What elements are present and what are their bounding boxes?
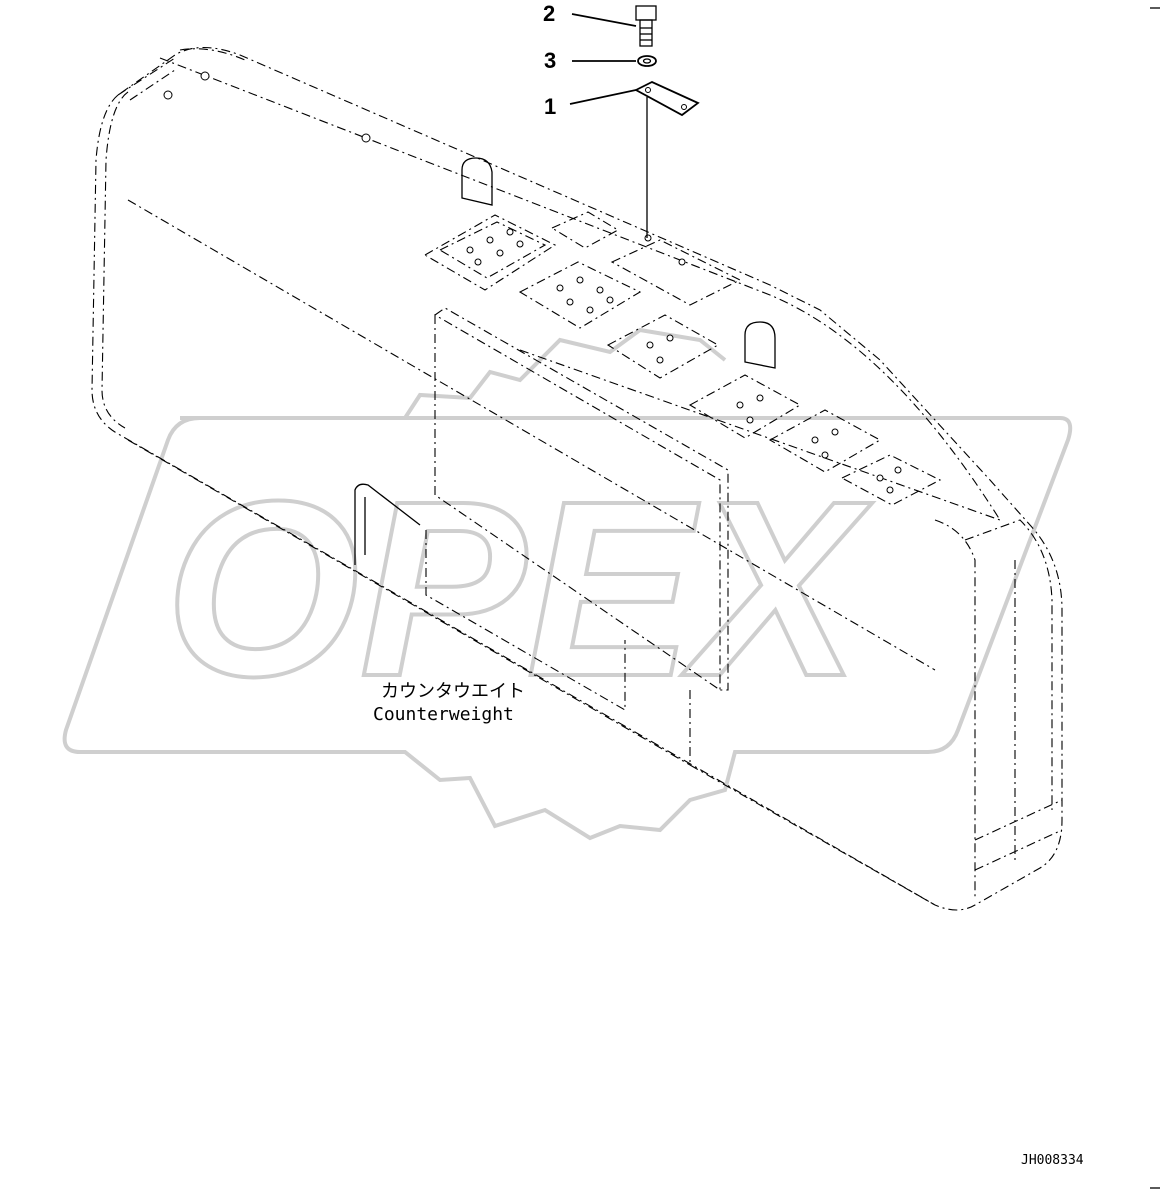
callout-number: 2 — [543, 1, 555, 26]
counterweight-body — [91, 47, 1063, 911]
callout-leaders — [569, 13, 637, 105]
watermark-logo: OPEX — [62, 327, 1073, 841]
callout-number: 1 — [544, 94, 556, 119]
top-mounting-plates — [163, 71, 942, 506]
caption-english: Counterweight — [373, 704, 514, 725]
plate-part — [634, 81, 700, 238]
drawing-code: JH008334 — [1021, 1153, 1084, 1168]
bolt-part — [635, 5, 657, 47]
corner-mark — [1150, 7, 1160, 1189]
front-block — [354, 307, 729, 711]
callout-number: 3 — [544, 48, 556, 73]
caption-japanese: カウンタウエイト — [381, 681, 525, 702]
washer-part — [637, 55, 657, 67]
watermark-text: OPEX — [165, 449, 873, 728]
